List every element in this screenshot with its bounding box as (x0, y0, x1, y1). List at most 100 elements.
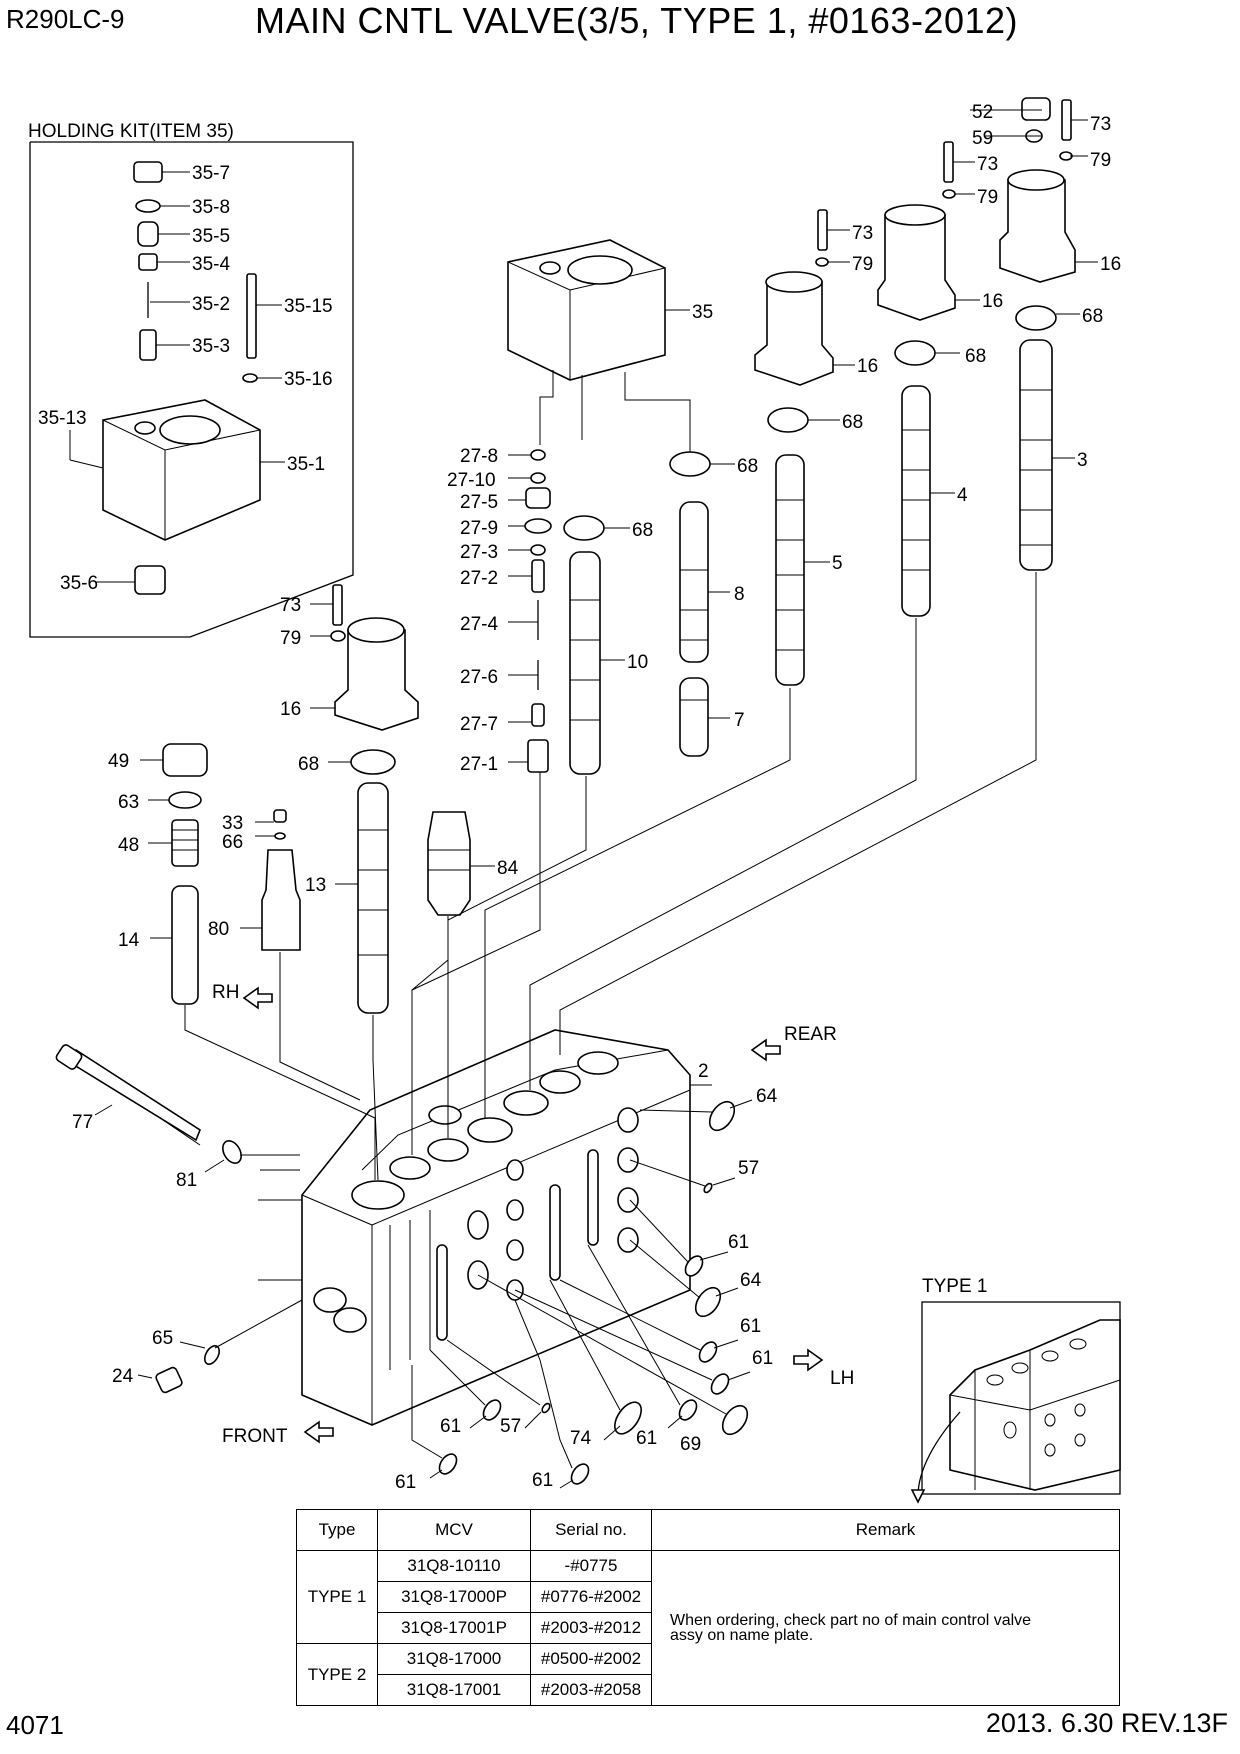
serial-cell: #0500-#2002 (530, 1643, 652, 1675)
serial-table: Type MCV Serial no. Remark TYPE 1 31Q8-1… (296, 1509, 1120, 1706)
remark-line-1: When ordering, check part no of main con… (670, 1612, 1032, 1629)
label-4: 4 (957, 485, 968, 506)
label-61: 61 (752, 1348, 773, 1369)
label-35-1: 35-1 (287, 454, 325, 475)
mcv-cell: 31Q8-17000 (377, 1643, 531, 1675)
inset-arrow-icon (910, 1489, 926, 1504)
bottom-orings: 61 57 74 61 69 61 61 (395, 1244, 701, 1493)
poppet-35-5 (137, 221, 159, 247)
label-49: 49 (108, 751, 129, 772)
label-27-2: 27-2 (460, 568, 498, 589)
label-81: 81 (176, 1170, 197, 1191)
remark-line-2: assy on name plate. (670, 1627, 814, 1644)
page-title: MAIN CNTL VALVE(3/5, TYPE 1, #0163-2012) (255, 0, 1019, 41)
label-59: 59 (972, 128, 993, 149)
type-cell: TYPE 2 (296, 1643, 378, 1706)
label-74: 74 (570, 1428, 592, 1449)
label-14: 14 (118, 930, 140, 951)
label-84: 84 (497, 858, 519, 879)
spool-10 (569, 551, 601, 775)
bolt-35-15 (246, 273, 257, 359)
bolt-73 (1061, 99, 1072, 141)
left-bottom-parts: 65 24 FRONT (112, 1299, 334, 1447)
label-5: 5 (832, 553, 843, 574)
solenoid-group-5: 73 79 16 68 5 (754, 209, 878, 686)
label-7: 7 (734, 710, 745, 731)
block-35-1 (102, 399, 261, 541)
label-57: 57 (500, 1416, 521, 1437)
solenoid-group-right: 52 59 73 79 16 68 3 (970, 97, 1121, 571)
label-68: 68 (632, 520, 653, 541)
label-68: 68 (298, 754, 319, 775)
holding-valve-35: 35 68 (507, 239, 758, 477)
direction-rear: REAR (784, 1024, 837, 1045)
page-number: 4071 (6, 1710, 64, 1740)
spool-8 (679, 501, 709, 663)
revision-date: 2013. 6.30 REV.13F (985, 1708, 1228, 1738)
col-type: Type (296, 1509, 378, 1551)
spool-3 (1019, 339, 1053, 571)
label-3: 3 (1077, 450, 1088, 471)
arrow-rear-icon (750, 1038, 781, 1062)
mcv-cell: 31Q8-10110 (377, 1550, 531, 1582)
relief-valve-84: 84 (427, 811, 519, 916)
plug-52 (1021, 97, 1051, 121)
label-27-10: 27-10 (447, 470, 496, 491)
label-61: 61 (636, 1428, 657, 1449)
label-10: 10 (627, 652, 648, 673)
arrow-lh-icon (793, 1348, 824, 1372)
direction-front: FRONT (222, 1426, 288, 1447)
type1-inset: TYPE 1 (910, 1276, 1121, 1504)
label-61: 61 (440, 1416, 461, 1437)
o-ring-68-d (669, 451, 711, 477)
o-ring-35-8 (135, 199, 161, 213)
piston-35-3 (139, 329, 157, 361)
label-63: 63 (118, 792, 139, 813)
label-16: 16 (982, 291, 1003, 312)
solenoid-group-4: 73 79 16 68 4 (877, 141, 1003, 617)
holding-kit-title: HOLDING KIT(ITEM 35) (28, 121, 234, 142)
label-27-1: 27-1 (460, 754, 498, 775)
solenoid-16-right (999, 179, 1076, 283)
label-64: 64 (740, 1270, 762, 1291)
plug-35-6 (134, 565, 166, 595)
label-73: 73 (1090, 114, 1111, 135)
label-35-16: 35-16 (284, 369, 333, 390)
sensor-80 (261, 849, 301, 951)
label-33: 33 (222, 813, 243, 834)
label-52: 52 (972, 102, 993, 123)
col-remark: Remark (651, 1509, 1120, 1551)
direction-lh: LH (830, 1368, 854, 1389)
serial-cell: #2003-#2058 (530, 1674, 652, 1706)
solenoid-16-b (877, 214, 956, 321)
label-61: 61 (728, 1232, 749, 1253)
label-16: 16 (857, 356, 878, 377)
label-61: 61 (532, 1470, 553, 1491)
left-parts-group: 49 63 48 14 33 66 80 (108, 743, 301, 1005)
label-27-7: 27-7 (460, 714, 498, 735)
spring-35-4 (138, 253, 158, 271)
label-48: 48 (118, 835, 139, 856)
relief-parts-27: 27-8 27-10 27-5 27-9 27-3 27-2 27-4 27-6… (447, 446, 552, 775)
solenoid-16-c (754, 281, 834, 386)
label-80: 80 (208, 919, 229, 940)
label-66: 66 (222, 832, 243, 853)
label-35-4: 35-4 (192, 254, 230, 275)
model-name: R290LC-9 (6, 4, 125, 34)
label-35-13: 35-13 (38, 408, 87, 429)
label-16: 16 (1100, 254, 1121, 275)
serial-cell: -#0775 (530, 1550, 652, 1582)
label-13: 13 (305, 875, 326, 896)
remark-cell: When ordering, check part no of main con… (651, 1550, 1120, 1706)
solenoid-16-d (334, 629, 419, 731)
label-73: 73 (977, 154, 998, 175)
mcv-cell: 31Q8-17001 (377, 1674, 531, 1706)
col-serial: Serial no. (530, 1509, 652, 1551)
label-73: 73 (852, 223, 873, 244)
label-27-8: 27-8 (460, 446, 498, 467)
arrow-front-icon (303, 1420, 334, 1444)
spool-7 (679, 677, 709, 757)
label-27-5: 27-5 (460, 492, 498, 513)
col-mcv: MCV (377, 1509, 531, 1551)
solenoid-group-13: 73 79 16 68 13 (280, 584, 419, 1014)
